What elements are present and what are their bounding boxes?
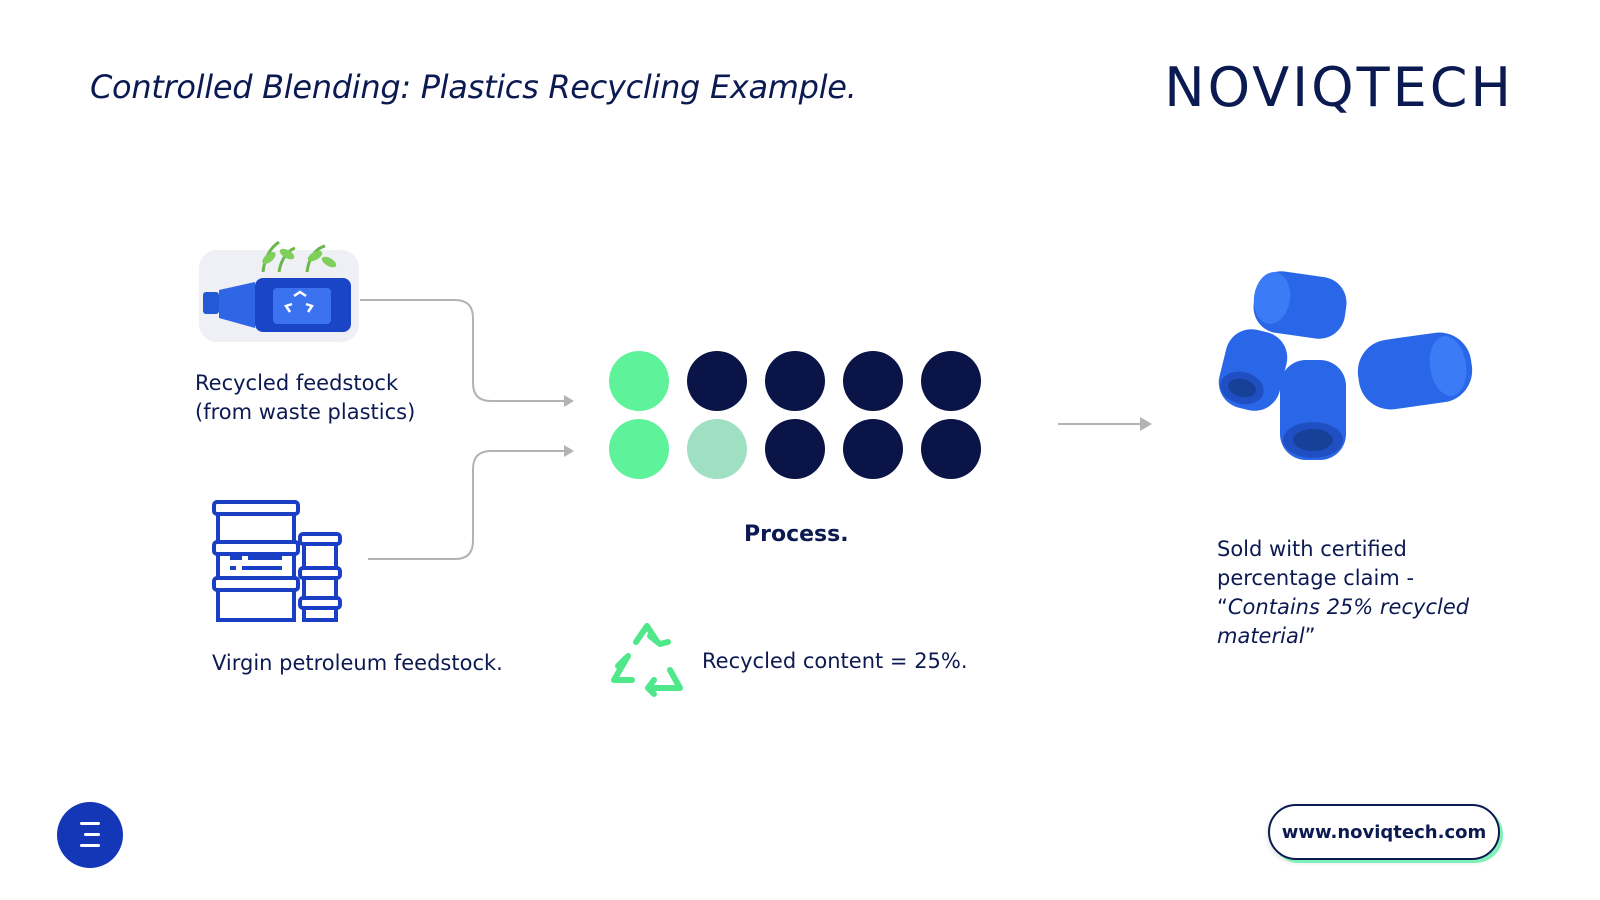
noviqtech-logo[interactable]: NOVIQTECH [1164, 56, 1514, 119]
dot-bottom-4 [843, 419, 903, 479]
website-link[interactable]: www.noviqtech.com [1268, 804, 1500, 860]
dot-top-2 [687, 351, 747, 411]
virgin-to-process-arrow [368, 445, 574, 560]
recycled-content-label: Recycled content = 25%. [702, 649, 968, 673]
recycle-icon [611, 623, 683, 697]
output-description: Sold with certified percentage claim - “… [1217, 535, 1477, 651]
recycled-feedstock-line2: (from waste plastics) [195, 400, 416, 424]
dot-top-3 [765, 351, 825, 411]
process-label: Process. [744, 522, 849, 547]
oil-barrels-icon [212, 500, 342, 622]
dot-bottom-3 [765, 419, 825, 479]
page-title: Controlled Blending: Plastics Recycling … [90, 68, 857, 106]
claim-line2: material” [1217, 622, 1477, 651]
quote-open: “ [1217, 595, 1228, 619]
claim-text-2: material [1217, 624, 1305, 648]
recycled-feedstock-line1: Recycled feedstock [195, 371, 399, 395]
virgin-feedstock-label: Virgin petroleum feedstock. [212, 651, 503, 675]
menu-icon [80, 822, 100, 848]
dot-top-5 [921, 351, 981, 411]
dot-top-1 [609, 351, 669, 411]
process-dot-grid [609, 351, 983, 479]
dot-bottom-1 [609, 419, 669, 479]
dot-bottom-2 [687, 419, 747, 479]
dot-bottom-5 [921, 419, 981, 479]
process-to-output-arrow [1058, 417, 1152, 431]
quote-close: ” [1304, 624, 1316, 648]
output-line1: Sold with certified [1217, 537, 1407, 561]
claim-line1: “Contains 25% recycled [1217, 593, 1477, 622]
menu-button[interactable] [57, 802, 123, 868]
recycled-to-process-arrow [360, 299, 574, 407]
output-line2: percentage claim - [1217, 566, 1415, 590]
claim-text-1: Contains 25% recycled [1227, 595, 1470, 619]
recycled-feedstock-label: Recycled feedstock (from waste plastics) [195, 369, 415, 427]
dot-top-4 [843, 351, 903, 411]
recycled-bottle-icon [199, 240, 359, 342]
plastic-pellets-icon [1218, 271, 1473, 460]
